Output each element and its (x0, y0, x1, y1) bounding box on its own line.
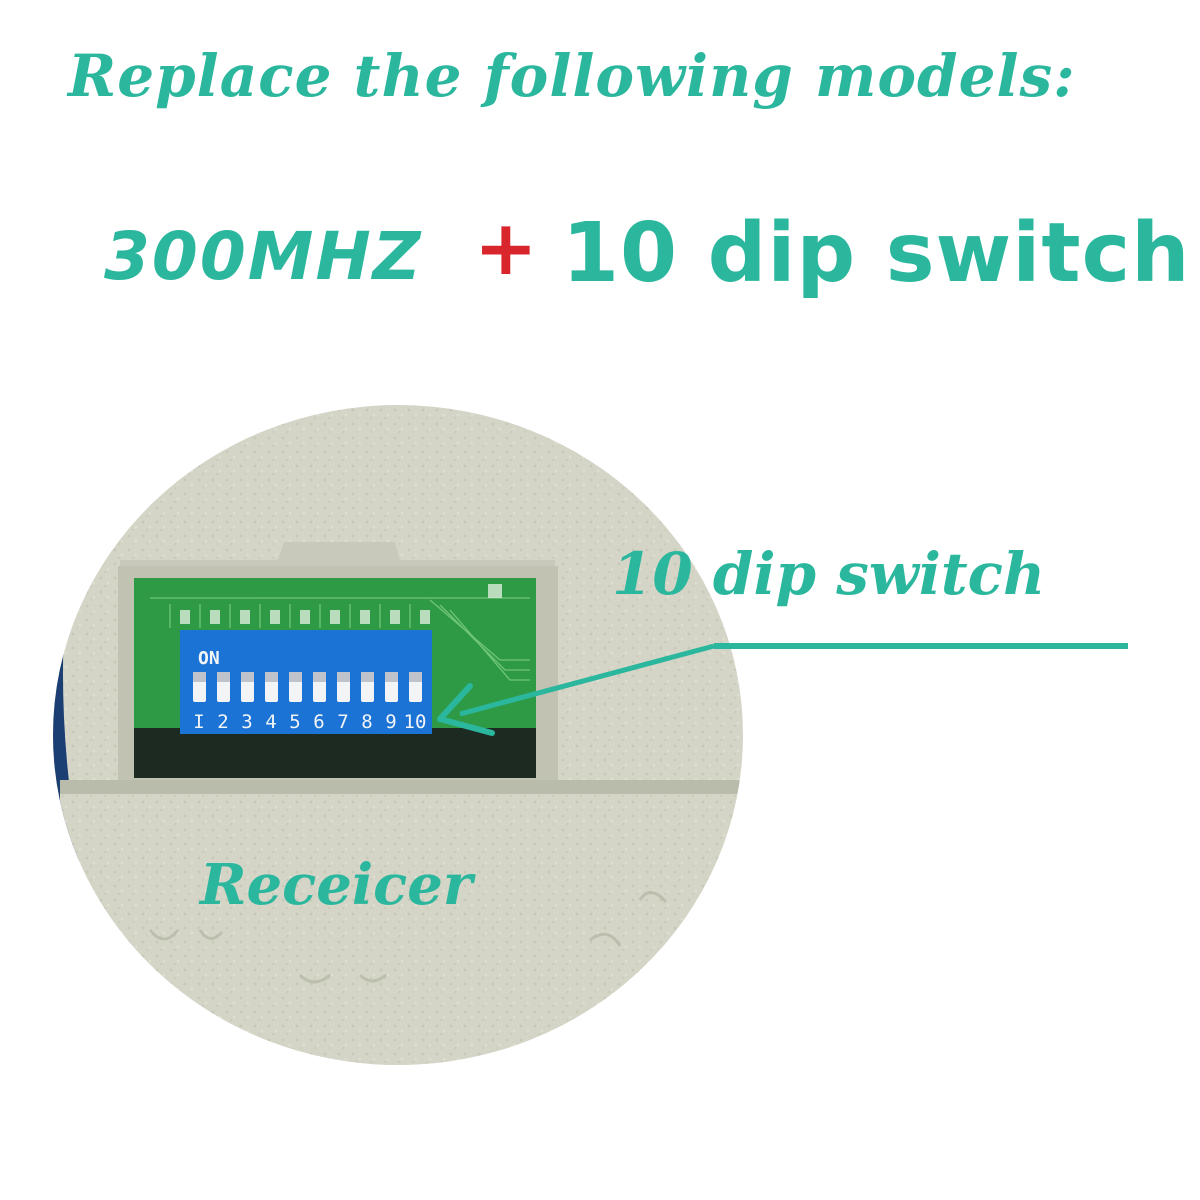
dip-number: 10 (404, 711, 427, 733)
dip-number: 5 (289, 711, 300, 733)
dip-number: 8 (361, 711, 372, 733)
dip-switch-heading: 10 dip switch (562, 206, 1191, 301)
dip-number: 2 (217, 711, 228, 733)
dip-number: 3 (241, 711, 252, 733)
dip-number: 6 (313, 711, 324, 733)
arrowhead-icon (437, 683, 495, 736)
plus-sign: + (474, 203, 538, 292)
dip-number: 9 (385, 711, 396, 733)
callout-arrow-shaft (459, 643, 715, 717)
headline-replace-models: Replace the following models: (68, 42, 1076, 110)
dip-number: I (193, 711, 204, 733)
dip-on-label: ON (198, 648, 220, 669)
frequency-label: 300MHZ (104, 218, 423, 295)
dip-number: 4 (265, 711, 276, 733)
dip-switch-callout: 10 dip switch (612, 540, 1046, 608)
receiver-label: Receicer (200, 852, 473, 918)
dip-number: 7 (337, 711, 348, 733)
